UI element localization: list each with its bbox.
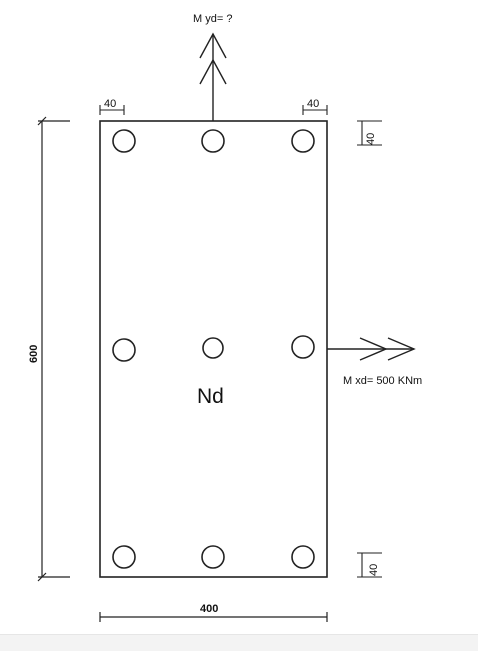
width-dimension: [99, 612, 328, 622]
cover-right-top-label: 40: [365, 133, 377, 145]
cover-top-right-label: 40: [307, 98, 319, 110]
rebar-mid-center: [202, 337, 224, 359]
mxd-label: M xd= 500 KNm: [343, 375, 422, 387]
nd-label: Nd: [197, 385, 224, 408]
myd-label: M yd= ?: [193, 13, 232, 25]
cover-dimension-right-top: [357, 120, 382, 146]
cover-dimension-top-left: [99, 105, 125, 115]
rebar-bottom-left: [112, 545, 136, 569]
rebar-bottom-center: [201, 545, 225, 569]
rebar-top-left: [112, 129, 136, 153]
cover-right-bottom-label: 40: [368, 564, 380, 576]
rebar-mid-right: [291, 335, 315, 359]
rebar-top-center: [201, 129, 225, 153]
cover-dimension-right-bottom: [357, 552, 382, 578]
mxd-moment-arrow: [327, 337, 416, 361]
width-dimension-label: 400: [200, 603, 218, 615]
height-dimension: [37, 116, 70, 582]
rebar-top-right: [291, 129, 315, 153]
rebar-bottom-right: [291, 545, 315, 569]
myd-moment-arrow: [199, 32, 227, 121]
rebar-mid-left: [112, 338, 136, 362]
cover-dimension-top-right: [302, 105, 328, 115]
bottom-strip: [0, 634, 478, 651]
rebar-group: [112, 129, 315, 569]
cover-top-left-label: 40: [104, 98, 116, 110]
height-dimension-label: 600: [28, 345, 40, 363]
